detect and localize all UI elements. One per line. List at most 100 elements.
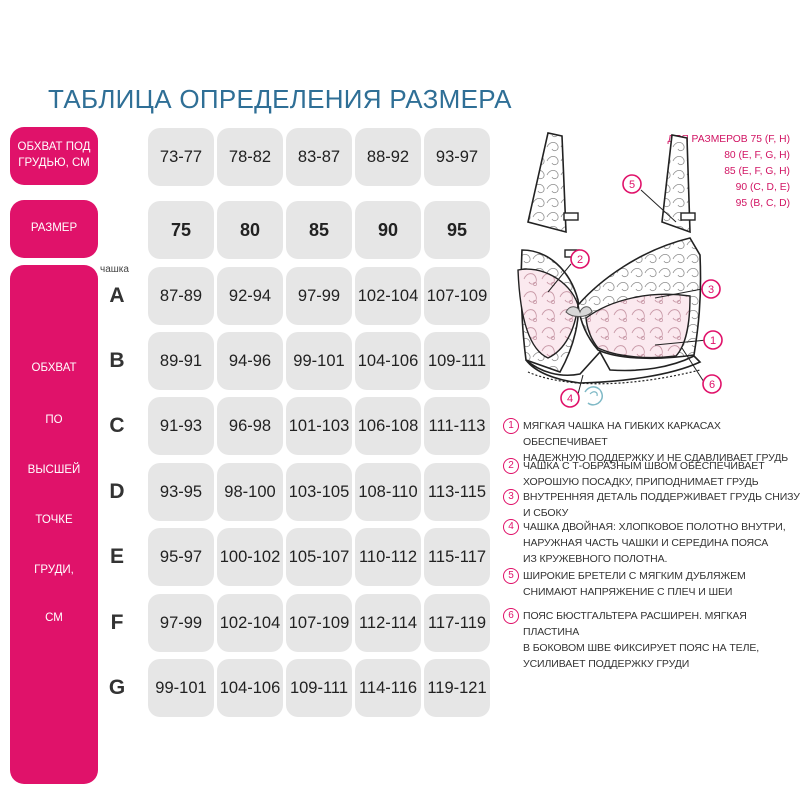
cup-letter: A (109, 284, 125, 307)
bust-label-word: СМ (45, 612, 63, 624)
size-label-text: РАЗМЕР (30, 222, 78, 235)
bust-cell: 106-108 (355, 397, 421, 455)
bust-cell: 95-97 (148, 528, 214, 586)
bust-label-word: ГРУДИ, (34, 564, 74, 576)
bust-cell: 97-99 (148, 594, 214, 652)
left-strap (527, 132, 580, 258)
cup-letter: G (108, 676, 126, 699)
bust-cell: 107-109 (424, 267, 490, 325)
callout-number: 6 (709, 379, 715, 391)
bust-cell: 104-106 (217, 659, 283, 717)
size-label: РАЗМЕР (10, 200, 98, 258)
note-line: ИЗ КРУЖЕВНОГО ПОЛОТНА. (523, 553, 668, 565)
callout-number: 4 (567, 393, 573, 405)
bust-label-word: ОБХВАТ (31, 362, 77, 374)
bust-cell: 102-104 (355, 267, 421, 325)
bust-cell: 115-117 (424, 528, 490, 586)
bra-cups (517, 237, 702, 385)
bust-cell: 87-89 (148, 267, 214, 325)
note-line: СНИМАЮТ НАПРЯЖЕНИЕ С ПЛЕЧ И ШЕИ (523, 586, 733, 598)
bust-cell: 119-121 (424, 659, 490, 717)
bust-cell: 100-102 (217, 528, 283, 586)
note-line: ПОЯС БЮСТГАЛЬТЕРА РАСШИРЕН. МЯГКАЯ ПЛАСТ… (523, 610, 747, 638)
callout-number: 5 (629, 179, 635, 191)
note-line: НАДЕЖНУЮ ПОДДЕРЖКУ И НЕ СДАВЛИВАЕТ ГРУДЬ (523, 452, 789, 464)
bust-label-word: ТОЧКЕ (35, 514, 73, 526)
bust-cell: 93-95 (148, 463, 214, 521)
page-title: ТАБЛИЦА ОПРЕДЕЛЕНИЯ РАЗМЕРА (48, 84, 512, 114)
bust-cell: 110-112 (355, 528, 421, 586)
note-line: МЯГКАЯ ЧАШКА НА ГИБКИХ КАРКАСАХ ОБЕСПЕЧИ… (523, 420, 721, 448)
underbust-cell: 83-87 (286, 128, 352, 186)
bust-cell: 112-114 (355, 594, 421, 652)
bust-cell: 96-98 (217, 397, 283, 455)
underbust-cell: 88-92 (355, 128, 421, 186)
bust-cell: 91-93 (148, 397, 214, 455)
cup-letter: E (109, 545, 124, 568)
bust-cell: 104-106 (355, 332, 421, 390)
feature-note: 3 ВНУТРЕННЯЯ ДЕТАЛЬ ПОДДЕРЖИВАЕТ ГРУДЬ С… (503, 489, 800, 521)
bust-cell: 109-111 (424, 332, 490, 390)
bust-cell: 94-96 (217, 332, 283, 390)
bust-cell: 101-103 (286, 397, 352, 455)
callout-markers: 5 2 3 1 6 4 (560, 174, 723, 408)
note-line: ЧАШКА С Т-ОБРАЗНЫМ ШВОМ ОБЕСПЕЧИВАЕТ (523, 460, 765, 472)
bust-cell: 109-111 (286, 659, 352, 717)
cup-word: чашка (100, 264, 129, 275)
bust-cell: 111-113 (424, 397, 490, 455)
size-availability-line: 80 (E, F, G, H) (724, 150, 790, 161)
feature-note: 6 ПОЯС БЮСТГАЛЬТЕРА РАСШИРЕН. МЯГКАЯ ПЛА… (503, 608, 800, 672)
size-cell: 80 (217, 201, 283, 259)
bust-cell: 99-101 (148, 659, 214, 717)
cup-letter: F (110, 611, 124, 634)
note-line: УСИЛИВАЕТ ПОДДЕРЖКУ ГРУДИ (523, 658, 690, 670)
bust-cell: 108-110 (355, 463, 421, 521)
feature-note: 1 МЯГКАЯ ЧАШКА НА ГИБКИХ КАРКАСАХ ОБЕСПЕ… (503, 418, 800, 466)
size-cell: 95 (424, 201, 490, 259)
underbust-label-text: ОБХВАТ ПОД ГРУДЬЮ, СМ (17, 141, 91, 169)
size-cell: 75 (148, 201, 214, 259)
callout-number: 1 (710, 335, 716, 347)
cup-letter: B (109, 349, 125, 372)
bust-cell: 99-101 (286, 332, 352, 390)
bust-label: ОБХВАТ ПО ВЫСШЕЙ ТОЧКЕ ГРУДИ, СМ (10, 265, 98, 784)
size-cell: 85 (286, 201, 352, 259)
underbust-cell: 93-97 (424, 128, 490, 186)
bust-cell: 107-109 (286, 594, 352, 652)
note-number: 4 (503, 519, 519, 535)
feature-note: 2 ЧАШКА С Т-ОБРАЗНЫМ ШВОМ ОБЕСПЕЧИВАЕТ Х… (503, 458, 765, 490)
feature-note: 5 ШИРОКИЕ БРЕТЕЛИ С МЯГКИМ ДУБЛЯЖЕМ СНИМ… (503, 568, 746, 600)
size-availability-line: ДЛЯ РАЗМЕРОВ 75 (F, H) (667, 134, 790, 145)
fabric-swatch-icon (584, 386, 603, 406)
feature-note: 4 ЧАШКА ДВОЙНАЯ: ХЛОПКОВОЕ ПОЛОТНО ВНУТР… (503, 519, 786, 567)
note-line: ШИРОКИЕ БРЕТЕЛИ С МЯГКИМ ДУБЛЯЖЕМ (523, 570, 746, 582)
callout-number: 3 (708, 284, 714, 296)
cup-letter: C (109, 414, 125, 437)
bust-cell: 102-104 (217, 594, 283, 652)
bust-cell: 114-116 (355, 659, 421, 717)
size-availability-line: 85 (E, F, G, H) (724, 166, 790, 177)
note-line: НАРУЖНАЯ ЧАСТЬ ЧАШКИ И СЕРЕДИНА ПОЯСА (523, 537, 769, 549)
underbust-label: ОБХВАТ ПОД ГРУДЬЮ, СМ (10, 127, 98, 185)
note-number: 3 (503, 489, 519, 505)
cup-letter: D (109, 480, 125, 503)
note-line: ЧАШКА ДВОЙНАЯ: ХЛОПКОВОЕ ПОЛОТНО ВНУТРИ, (523, 521, 786, 533)
size-cell: 90 (355, 201, 421, 259)
note-line: В БОКОВОМ ШВЕ ФИКСИРУЕТ ПОЯС НА ТЕЛЕ, (523, 642, 760, 654)
bust-cell: 105-107 (286, 528, 352, 586)
note-number: 1 (503, 418, 519, 434)
note-number: 6 (503, 608, 519, 624)
leader-lines (547, 189, 708, 399)
note-number: 2 (503, 458, 519, 474)
bust-cell: 103-105 (286, 463, 352, 521)
bust-cell: 92-94 (217, 267, 283, 325)
note-line: ВНУТРЕННЯЯ ДЕТАЛЬ ПОДДЕРЖИВАЕТ ГРУДЬ СНИ… (523, 491, 800, 519)
bust-cell: 89-91 (148, 332, 214, 390)
bust-label-word: ВЫСШЕЙ (27, 464, 81, 476)
underbust-cell: 73-77 (148, 128, 214, 186)
bust-cell: 117-119 (424, 594, 490, 652)
bust-cell: 97-99 (286, 267, 352, 325)
bust-cell: 113-115 (424, 463, 490, 521)
underbust-cell: 78-82 (217, 128, 283, 186)
